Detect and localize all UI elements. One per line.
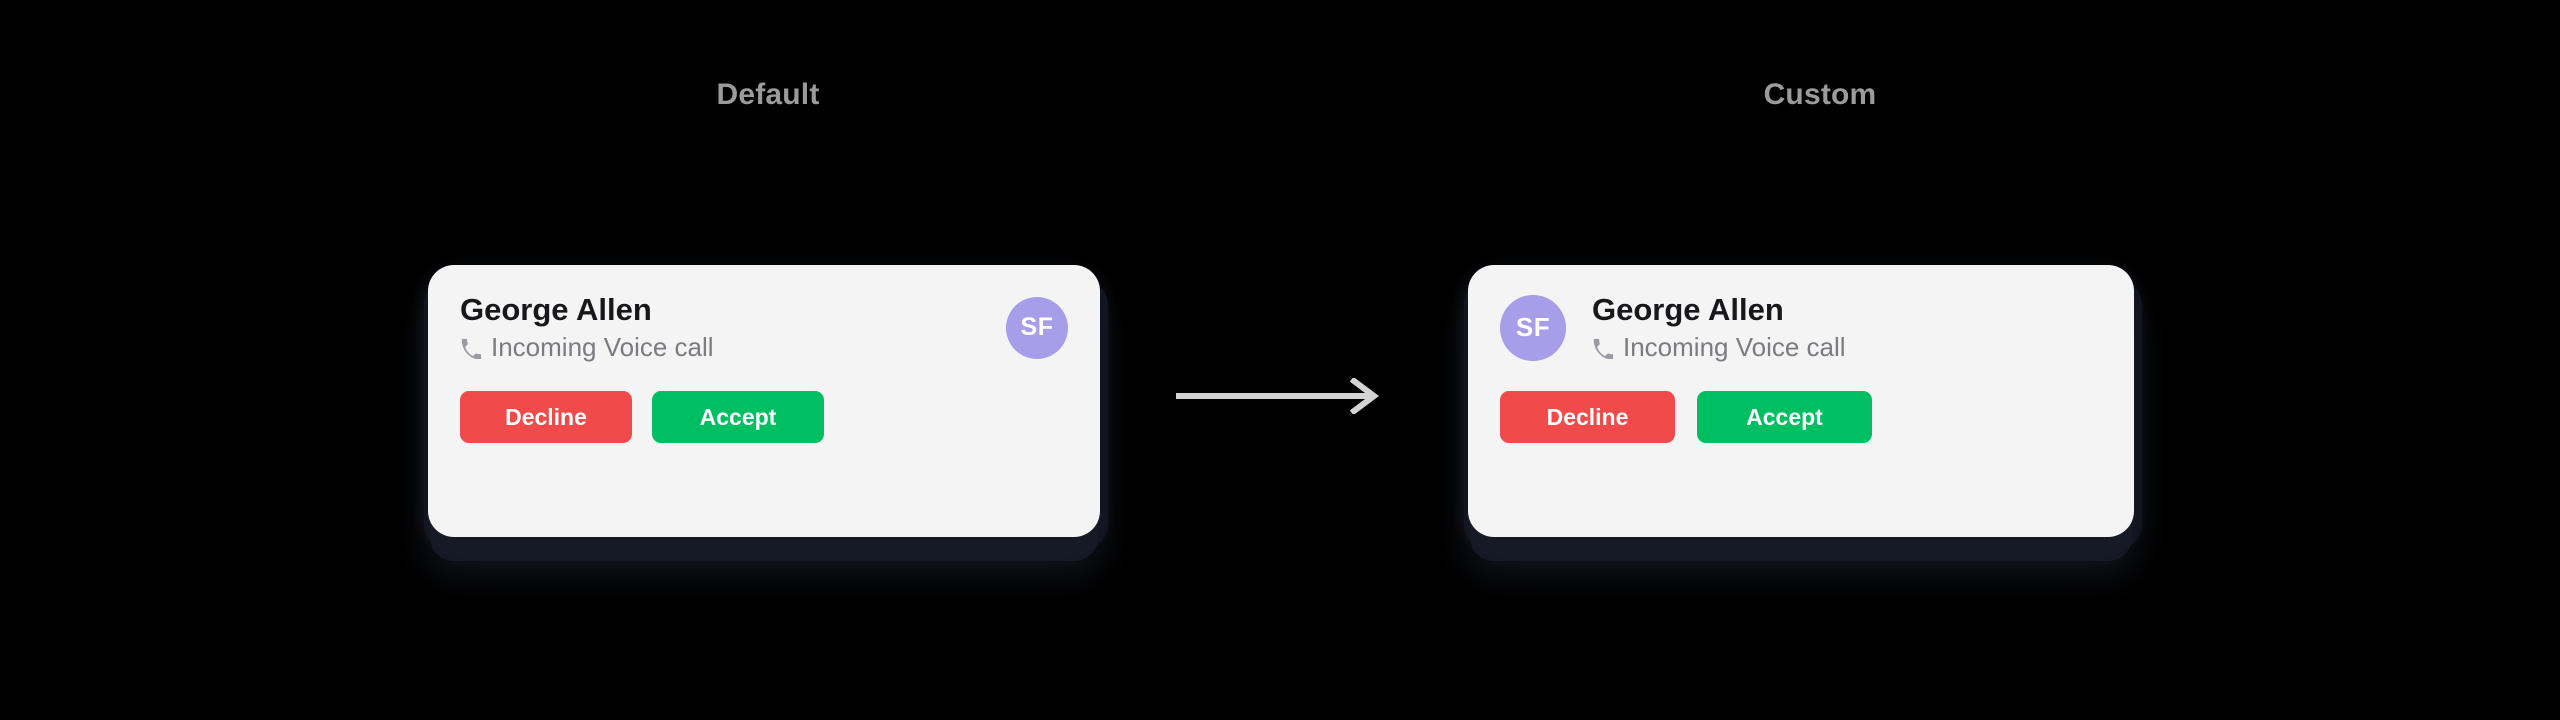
notification-card-custom-wrapper: SF George Allen Incoming Voice call <box>1468 265 2134 537</box>
phone-icon <box>460 337 482 360</box>
call-status-text: Incoming Voice call <box>1623 332 1846 363</box>
accept-button[interactable]: Accept <box>1697 390 1872 443</box>
call-status-row: Incoming Voice call <box>460 332 714 363</box>
arrow-right-icon <box>1174 378 1384 414</box>
avatar: SF <box>1500 294 1566 361</box>
card-text-block-custom: George Allen Incoming Voice call <box>1592 292 1846 363</box>
avatar-initials: SF <box>1515 312 1551 343</box>
call-status-text: Incoming Voice call <box>491 332 714 363</box>
column-label-default: Default <box>716 78 820 111</box>
decline-button[interactable]: Decline <box>460 390 632 443</box>
card-header-custom: SF George Allen Incoming Voice call <box>1500 292 2102 363</box>
card-actions-custom: Decline Accept <box>1500 390 2102 443</box>
contact-name: George Allen <box>460 292 652 327</box>
card-header-default: George Allen Incoming Voice call SF <box>460 292 1068 363</box>
accept-button[interactable]: Accept <box>652 390 824 443</box>
avatar: SF <box>1006 296 1068 359</box>
phone-icon <box>1592 337 1614 360</box>
avatar-initials: SF <box>1020 313 1054 342</box>
column-label-custom: Custom <box>1763 78 1877 111</box>
contact-name: George Allen <box>1592 292 1784 327</box>
call-status-row: Incoming Voice call <box>1592 332 1846 363</box>
notification-card-default[interactable]: George Allen Incoming Voice call SF <box>428 265 1100 537</box>
card-actions-default: Decline Accept <box>460 390 1068 443</box>
notification-card-custom[interactable]: SF George Allen Incoming Voice call <box>1468 265 2134 537</box>
card-text-block-default: George Allen Incoming Voice call <box>460 292 714 363</box>
notification-card-default-wrapper: George Allen Incoming Voice call SF <box>428 265 1100 537</box>
decline-button[interactable]: Decline <box>1500 390 1675 443</box>
